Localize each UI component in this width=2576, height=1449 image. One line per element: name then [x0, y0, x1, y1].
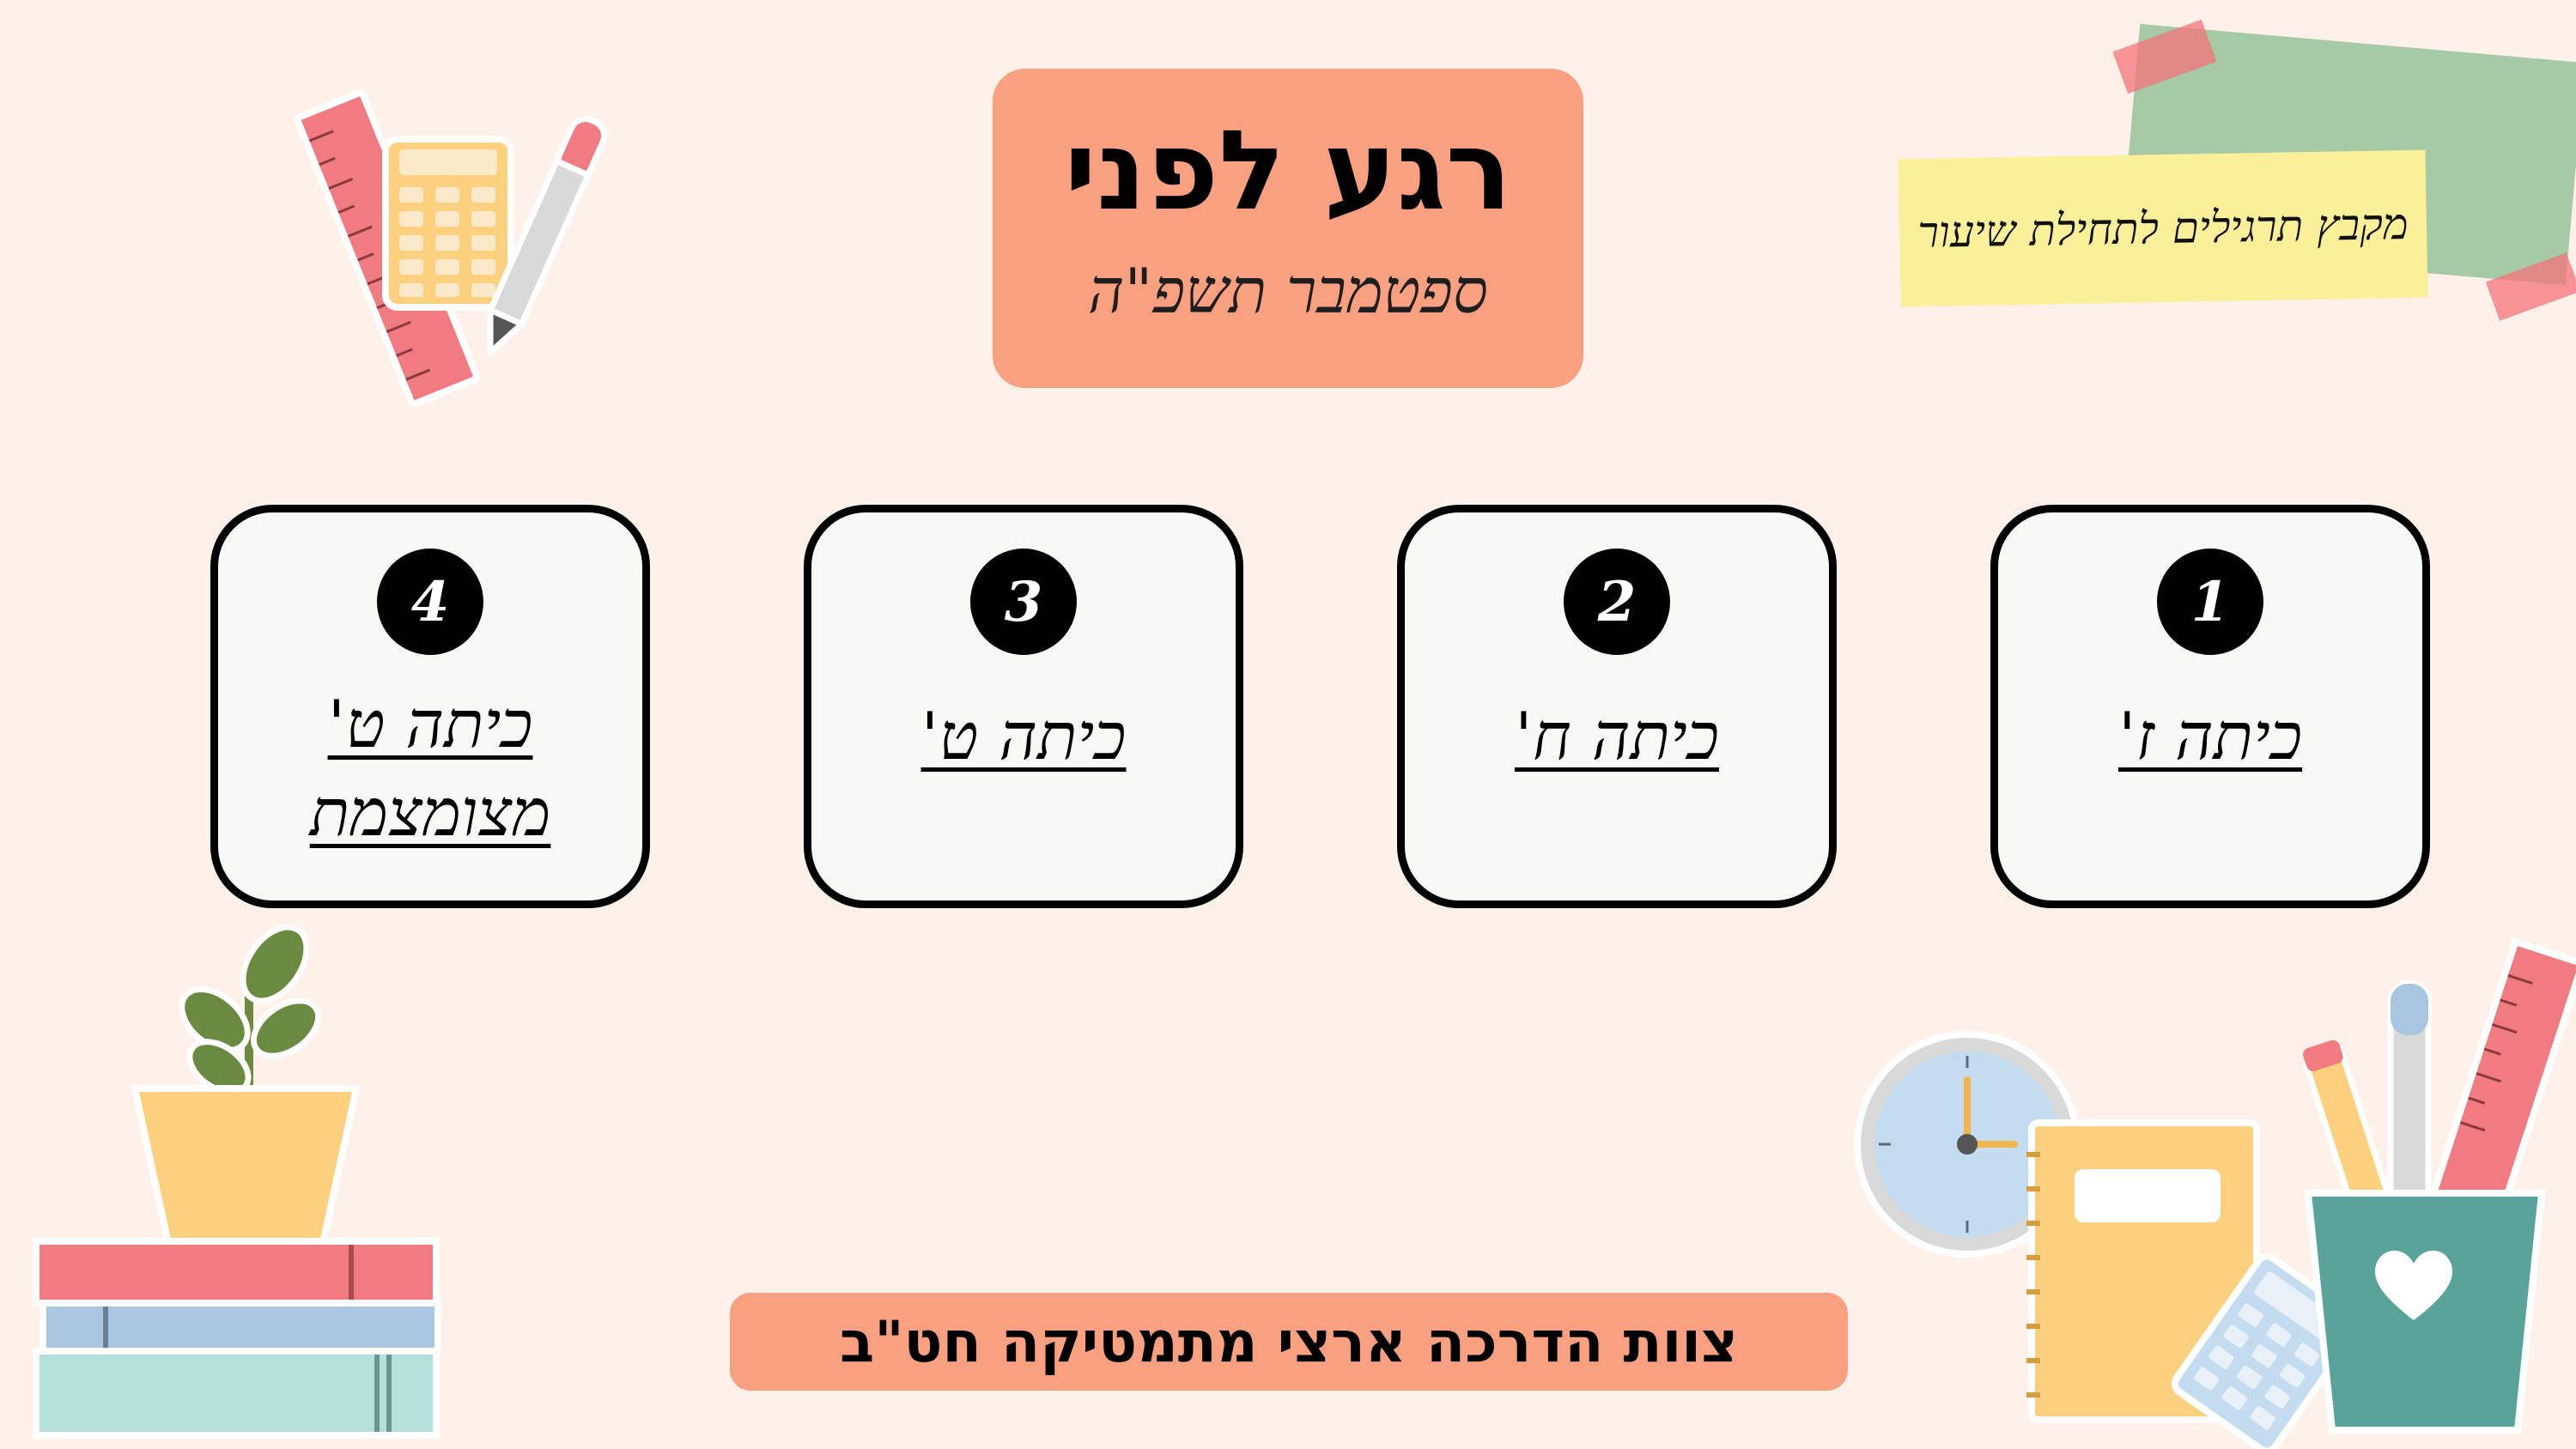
card-label[interactable]: כיתה ט' [327, 686, 533, 762]
card-number-badge: 4 [377, 549, 483, 655]
plant-icon [131, 924, 361, 1251]
calculator-icon [382, 136, 514, 311]
class-card-4[interactable]: 4 כיתה ט' מצומצמת [210, 505, 650, 908]
footer-banner: צוות הדרכה ארצי מתמטיקה חט"ב [730, 1293, 1848, 1391]
calculator-icon [2171, 1252, 2363, 1449]
heart-icon [2374, 1250, 2453, 1320]
card-label[interactable]: כיתה ט' [920, 698, 1127, 774]
page-subtitle: ספטמבר תשפ"ה [1088, 254, 1488, 327]
books-stack-icon [33, 1238, 441, 1439]
clock-icon [1854, 1031, 2081, 1258]
title-box: רגע לפני ספטמבר תשפ"ה [993, 69, 1583, 388]
card-number-badge: 1 [2157, 549, 2263, 655]
card-number-badge: 2 [1564, 549, 1670, 655]
class-card-2[interactable]: 2 כיתה ח' [1397, 505, 1837, 908]
sticky-note-text: מקבץ תרגילים לתחילת שיעור [1917, 199, 2409, 258]
sticky-note: מקבץ תרגילים לתחילת שיעור [1898, 149, 2428, 307]
footer-text: צוות הדרכה ארצי מתמטיקה חט"ב [840, 1308, 1738, 1375]
pencil-cup-icon [2302, 937, 2576, 1434]
pen-icon [486, 116, 608, 360]
card-label-secondary[interactable]: מצומצמת [309, 773, 551, 851]
class-card-1[interactable]: 1 כיתה ז' [1990, 505, 2430, 908]
card-label[interactable]: כיתה ז' [2117, 698, 2303, 774]
class-card-3[interactable]: 3 כיתה ט' [804, 505, 1243, 908]
card-number-badge: 3 [970, 549, 1077, 655]
card-label[interactable]: כיתה ח' [1515, 698, 1719, 774]
page-title: רגע לפני [1064, 107, 1512, 236]
